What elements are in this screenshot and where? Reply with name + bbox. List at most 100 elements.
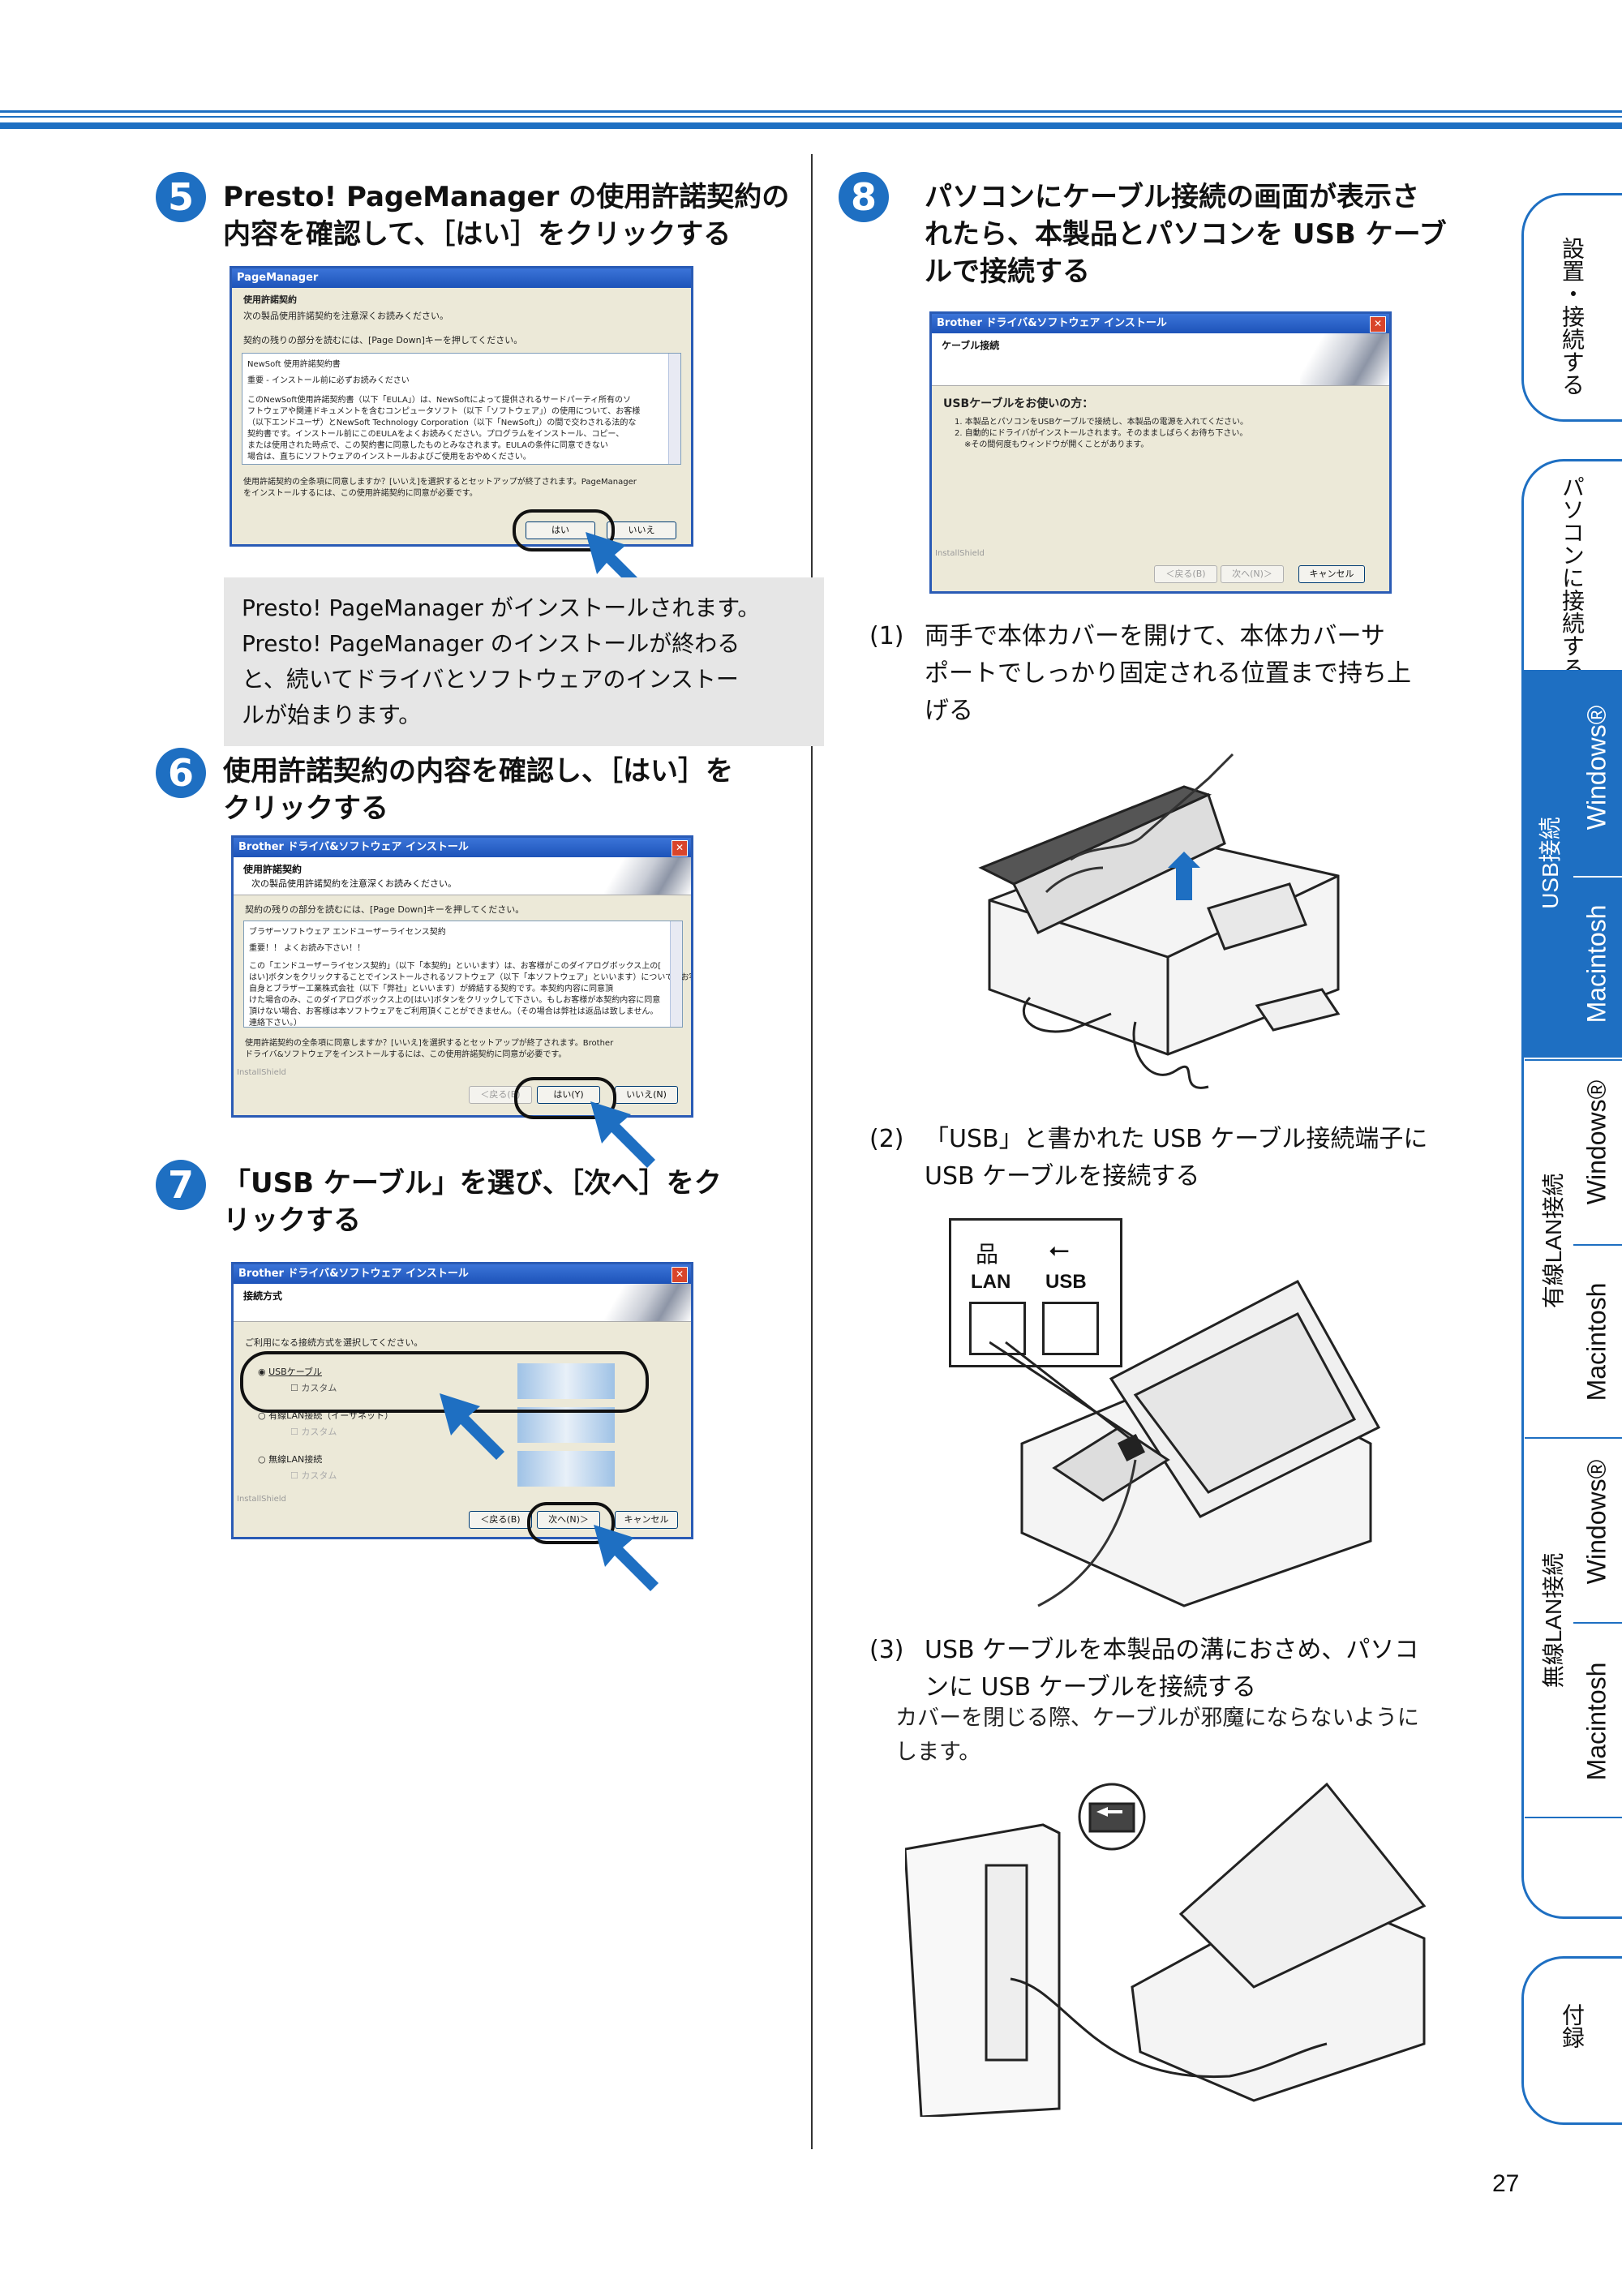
dialog-titlebar: Brother ドライバ&ソフトウェア インストール✕ <box>234 1264 691 1284</box>
checkbox-usb-custom[interactable]: ☐ カスタム <box>290 1383 337 1393</box>
note-line: Presto! PageManager がインストールされます。 <box>242 594 761 621</box>
usb-section-label: USB接続 <box>1538 817 1563 909</box>
no-button[interactable]: いいえ(N) <box>615 1086 678 1104</box>
no-button[interactable]: いいえ <box>607 521 676 539</box>
license-line: 重要！！ よくお読み下さい！！ <box>249 944 366 953</box>
dialog-heading: 接続方式 <box>243 1290 283 1302</box>
dialog-header: 接続方式 <box>234 1284 691 1322</box>
substep-1: (1) 両手で本体カバーを開けて、本体カバーサ ポートでしっかり固定される位置ま… <box>869 618 1486 730</box>
usb-label: USB <box>1045 1271 1087 1293</box>
license-line: 連絡下さい。） <box>249 1019 302 1028</box>
substep-3: (3) USB ケーブルを本製品の溝におさめ、パソコ ンに USB ケーブルを接… <box>869 1632 1486 1706</box>
dialog-text: 契約の残りの部分を読むには、[Page Down]キーを押してください。 <box>243 335 523 345</box>
license-line: このNewSoft使用許諾契約書（以下「EULA」）は、NewSoftによって提… <box>247 396 631 405</box>
dialog-pagemanager-license: PageManager 使用許諾契約 次の製品使用許諾契約を注意深くお読みくださ… <box>230 266 693 547</box>
back-button[interactable]: ＜戻る(B) <box>1154 565 1217 583</box>
back-button[interactable]: ＜戻る(B) <box>469 1511 532 1529</box>
close-icon[interactable]: ✕ <box>672 840 688 856</box>
dialog-heading: ケーブル接続 <box>942 340 1000 351</box>
step-6-title-line1: 使用許諾契約の内容を確認し、［はい］を <box>223 755 733 788</box>
cancel-button[interactable]: キャンセル <box>615 1511 678 1529</box>
close-icon[interactable]: ✕ <box>1370 316 1386 333</box>
tab-appendix[interactable] <box>1521 1956 1622 2125</box>
cancel-button[interactable]: キャンセル <box>1298 565 1365 583</box>
license-scrollbar[interactable] <box>668 354 680 464</box>
usb-cable-image <box>517 1363 615 1399</box>
header-rule-thin-1 <box>0 110 1622 113</box>
wireless-mac-label: Macintosh <box>1581 1662 1611 1781</box>
wired-mac-label: Macintosh <box>1581 1282 1611 1401</box>
dialog-titlebar: Brother ドライバ&ソフトウェア インストール✕ <box>932 314 1389 333</box>
substep-3-note: カバーを閉じる際、ケーブルが邪魔にならないように します。 <box>895 1702 1512 1770</box>
yes-button[interactable]: はい(Y) <box>537 1086 600 1104</box>
step-7-badge: 7 <box>156 1160 206 1210</box>
port-callout: 品 ⭠ LAN USB <box>949 1218 1122 1367</box>
substep-number: (1) <box>869 622 904 650</box>
note-line: Presto! PageManager のインストールが終わる <box>242 630 740 657</box>
license-line: 場合は、直ちにソフトウェアのインストールおよびご使用をおやめください。 <box>247 453 531 461</box>
license-scrollbar[interactable] <box>670 921 682 1027</box>
wired-section-label: 有線LAN接続 <box>1541 1173 1566 1309</box>
license-line: NewSoft 使用許諾契約書 <box>247 360 341 369</box>
lan-cable-image <box>517 1407 615 1443</box>
license-line: はい]ボタンをクリックすることでインストールされるソフトウェア（以下「本ソフトウ… <box>249 973 693 982</box>
section-usb-active[interactable] <box>1524 670 1622 1058</box>
step-8-title-line1: パソコンにケーブル接続の画面が表示さ <box>925 181 1419 213</box>
dialog-header: 使用許諾契約 次の製品使用許諾契約を注意深くお読みください。 <box>234 857 691 895</box>
step-6-title-line2: クリックする <box>223 792 388 825</box>
dialog-question: 使用許諾契約の全条項に同意しますか？[いいえ]を選択するとセットアップが終了され… <box>243 478 637 487</box>
note-line: カバーを閉じる際、ケーブルが邪魔にならないように <box>895 1706 1419 1731</box>
dialog-text: ご利用になる接続方式を選択してください。 <box>245 1337 423 1348</box>
license-line: または使用された時点で、この契約書に同意したものとみなされます。EULAの条件に… <box>247 441 608 450</box>
header-rule-thin-2 <box>0 116 1622 118</box>
substep-line: USB ケーブルを接続する <box>925 1162 1200 1191</box>
substep-line: ポートでしっかり固定される位置まで持ち上 <box>925 659 1411 688</box>
radio-wireless-lan[interactable]: ○ 無線LAN接続 <box>258 1454 323 1465</box>
brother-swoosh-icon <box>602 1284 691 1321</box>
dialog-brother-license: Brother ドライバ&ソフトウェア インストール✕ 使用許諾契約 次の製品使… <box>231 835 693 1118</box>
column-divider <box>811 154 813 2149</box>
usb-symbol-icon: ⭠ <box>1049 1234 1070 1264</box>
substep-number: (3) <box>869 1636 904 1664</box>
step-7-title-line1: 「USB ケーブル」を選び、［次へ］をク <box>223 1167 722 1199</box>
next-button[interactable]: 次へ(N)＞ <box>537 1511 600 1529</box>
tab-pc-connect-label: パソコンに接続する <box>1559 475 1586 680</box>
close-icon[interactable]: ✕ <box>672 1267 688 1283</box>
section-divider <box>1525 1437 1622 1439</box>
usb-windows-label: Windows® <box>1581 705 1611 830</box>
step-5-badge: 5 <box>156 172 206 222</box>
wireless-section-label: 無線LAN接続 <box>1541 1552 1566 1689</box>
dialog-titlebar: PageManager <box>232 268 691 288</box>
substep-line: 「USB」と書かれた USB ケーブル接続端子に <box>925 1125 1428 1153</box>
installshield-label: InstallShield <box>237 1495 286 1504</box>
step-6-title: 使用許諾契約の内容を確認し、［はい］を クリックする <box>223 753 807 827</box>
note-line: と、続いてドライバとソフトウェアのインストー <box>242 666 739 693</box>
printer-usb-port-illustration <box>989 1279 1381 1607</box>
dialog-question: 使用許諾契約の全条項に同意しますか？[いいえ]を選択するとセットアップが終了され… <box>245 1039 614 1048</box>
step-5-title: Presto! PageManager の使用許諾契約の 内容を確認して、［はい… <box>223 178 807 253</box>
tab-appendix-label: 付録 <box>1559 2003 1586 2049</box>
substep-number: (2) <box>869 1125 904 1153</box>
radio-wired-lan[interactable]: ○ 有線LAN接続（イーサネット） <box>258 1410 394 1421</box>
divider-line <box>1573 876 1622 878</box>
pointer-arrow-icon <box>440 1393 504 1460</box>
usb-port <box>1042 1302 1099 1355</box>
yes-button-highlight <box>514 1077 616 1119</box>
next-button[interactable]: 次へ(N)＞ <box>1221 565 1284 583</box>
printer-open-cover-illustration <box>978 753 1341 1089</box>
license-textbox[interactable]: ブラザーソフトウェア エンドユーザーライセンス契約 重要！！ よくお読み下さい！… <box>243 921 691 1028</box>
dialog-text: 契約の残りの部分を読むには、[Page Down]キーを押してください。 <box>245 904 525 915</box>
license-textbox[interactable]: NewSoft 使用許諾契約書 重要 - インストール前に必ずお読みください こ… <box>242 353 681 465</box>
wireless-image <box>517 1451 615 1487</box>
checkbox-wireless-custom[interactable]: ☐ カスタム <box>290 1470 337 1481</box>
substep-line: USB ケーブルを本製品の溝におさめ、パソコ <box>925 1636 1419 1664</box>
checkbox-wired-custom[interactable]: ☐ カスタム <box>290 1427 337 1437</box>
dialog-text: 2. 自動的にドライバがインストールされます。そのまましばらくお待ち下さい。 <box>955 429 1248 438</box>
dialog-titlebar: Brother ドライバ&ソフトウェア インストール✕ <box>234 838 691 857</box>
lan-port-icon: 品 <box>976 1241 999 1268</box>
divider-line <box>1573 1622 1622 1624</box>
dialog-heading: USBケーブルをお使いの方： <box>943 397 1094 410</box>
tab-setup[interactable] <box>1521 193 1622 422</box>
brother-swoosh-icon <box>602 857 691 895</box>
yes-button[interactable]: はい <box>526 521 595 539</box>
